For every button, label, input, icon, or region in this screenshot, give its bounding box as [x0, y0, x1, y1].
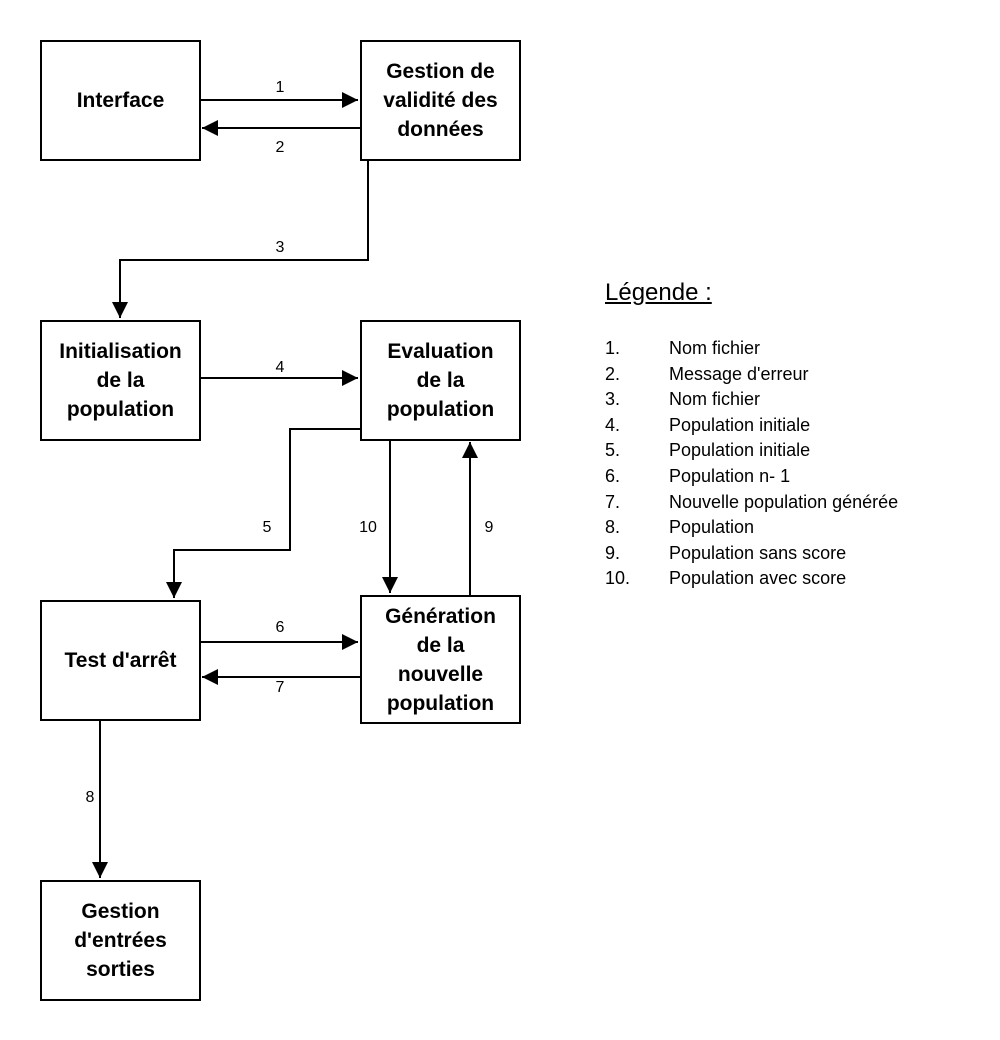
legend-item-number: 7. — [605, 491, 621, 512]
legend-item-number: 3. — [605, 389, 621, 410]
legend-item: 10. Population avec score — [605, 566, 898, 592]
legend-list: 1. Nom fichier 2. Message d'erreur 3. Nom f… — [605, 336, 898, 592]
flow-label-9: 9 — [484, 519, 494, 536]
flow-label-3: 3 — [275, 239, 285, 256]
legend-item-number: 8. — [605, 517, 621, 538]
flow-label-7: 7 — [275, 679, 285, 696]
legend-item-text: Population initiale — [669, 414, 811, 435]
flow-label-6: 6 — [275, 619, 285, 636]
legend-item-text: Population — [669, 517, 755, 538]
legend-item-text: Population n- 1 — [669, 465, 791, 486]
legend-title: Légende : — [605, 279, 712, 306]
generation-box: Génération de la nouvelle population — [360, 595, 521, 724]
legend-item: 6. Population n- 1 — [605, 464, 898, 490]
legend-item-text: Nom fichier — [669, 338, 761, 358]
legend-item-number: 1. — [605, 338, 621, 358]
legend-item: 9. Population sans score — [605, 541, 898, 567]
legend-item: 1. Nom fichier — [605, 336, 898, 362]
flow-label-1: 1 — [275, 79, 285, 96]
legend-item: 5. Population initiale — [605, 438, 898, 464]
legend-item: 7. Nouvelle population générée — [605, 490, 898, 516]
legend-item-text: Nom fichier — [669, 389, 761, 410]
arrow-3 — [112, 160, 369, 318]
legend-item-text: Nouvelle population générée — [669, 491, 899, 512]
data-validity-box: Gestion de validité des données — [360, 40, 521, 161]
legend-item-number: 4. — [605, 414, 621, 435]
legend-item: 4. Population initiale — [605, 413, 898, 439]
arrow-5 — [166, 428, 360, 598]
legend-item-number: 10. — [605, 568, 631, 589]
legend-item-number: 2. — [605, 363, 621, 384]
flow-label-4: 4 — [275, 359, 285, 376]
stop-test-box: Test d'arrêt — [40, 600, 201, 721]
flow-label-10: 10 — [359, 519, 377, 536]
initialization-box: Initialisation de la population — [40, 320, 201, 441]
legend-item-number: 5. — [605, 440, 621, 461]
legend-item: 3. Nom fichier — [605, 387, 898, 413]
legend-item-text: Message d'erreur — [669, 363, 809, 384]
legend-item: 8. Population — [605, 515, 898, 541]
legend-item: 2. Message d'erreur — [605, 362, 898, 388]
flow-label-2: 2 — [275, 139, 285, 156]
io-management-box: Gestion d'entrées sorties — [40, 880, 201, 1001]
flow-label-5: 5 — [262, 519, 272, 536]
legend-item-text: Population initiale — [669, 440, 811, 461]
interface-box: Interface — [40, 40, 201, 161]
legend-item-number: 9. — [605, 542, 621, 563]
legend-item-number: 6. — [605, 465, 621, 486]
flow-label-8: 8 — [85, 789, 95, 806]
legend-item-text: Population sans score — [669, 542, 847, 563]
evaluation-box: Evaluation de la population — [360, 320, 521, 441]
legend-item-text: Population avec score — [669, 568, 847, 589]
